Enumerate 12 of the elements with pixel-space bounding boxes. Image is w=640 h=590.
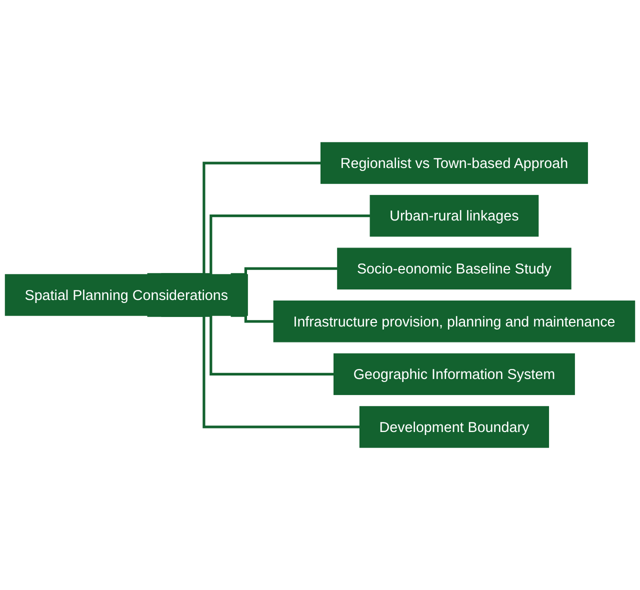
connector [230, 314, 274, 323]
connector [230, 267, 338, 276]
node-box: Development Boundary [359, 406, 550, 448]
node-box: Socio-eonomic Baseline Study [337, 248, 572, 290]
node-box: Infrastructure provision, planning and maintenance [273, 300, 636, 342]
connector [147, 162, 321, 276]
node-box: Geographic Information System [334, 353, 575, 396]
connector [161, 214, 370, 276]
node-box: Urban-rural linkages [370, 194, 539, 237]
node-box: Regionalist vs Town-based Approah [320, 142, 588, 184]
connector [147, 314, 360, 428]
node-box: Spatial Planning Considerations [4, 274, 248, 316]
